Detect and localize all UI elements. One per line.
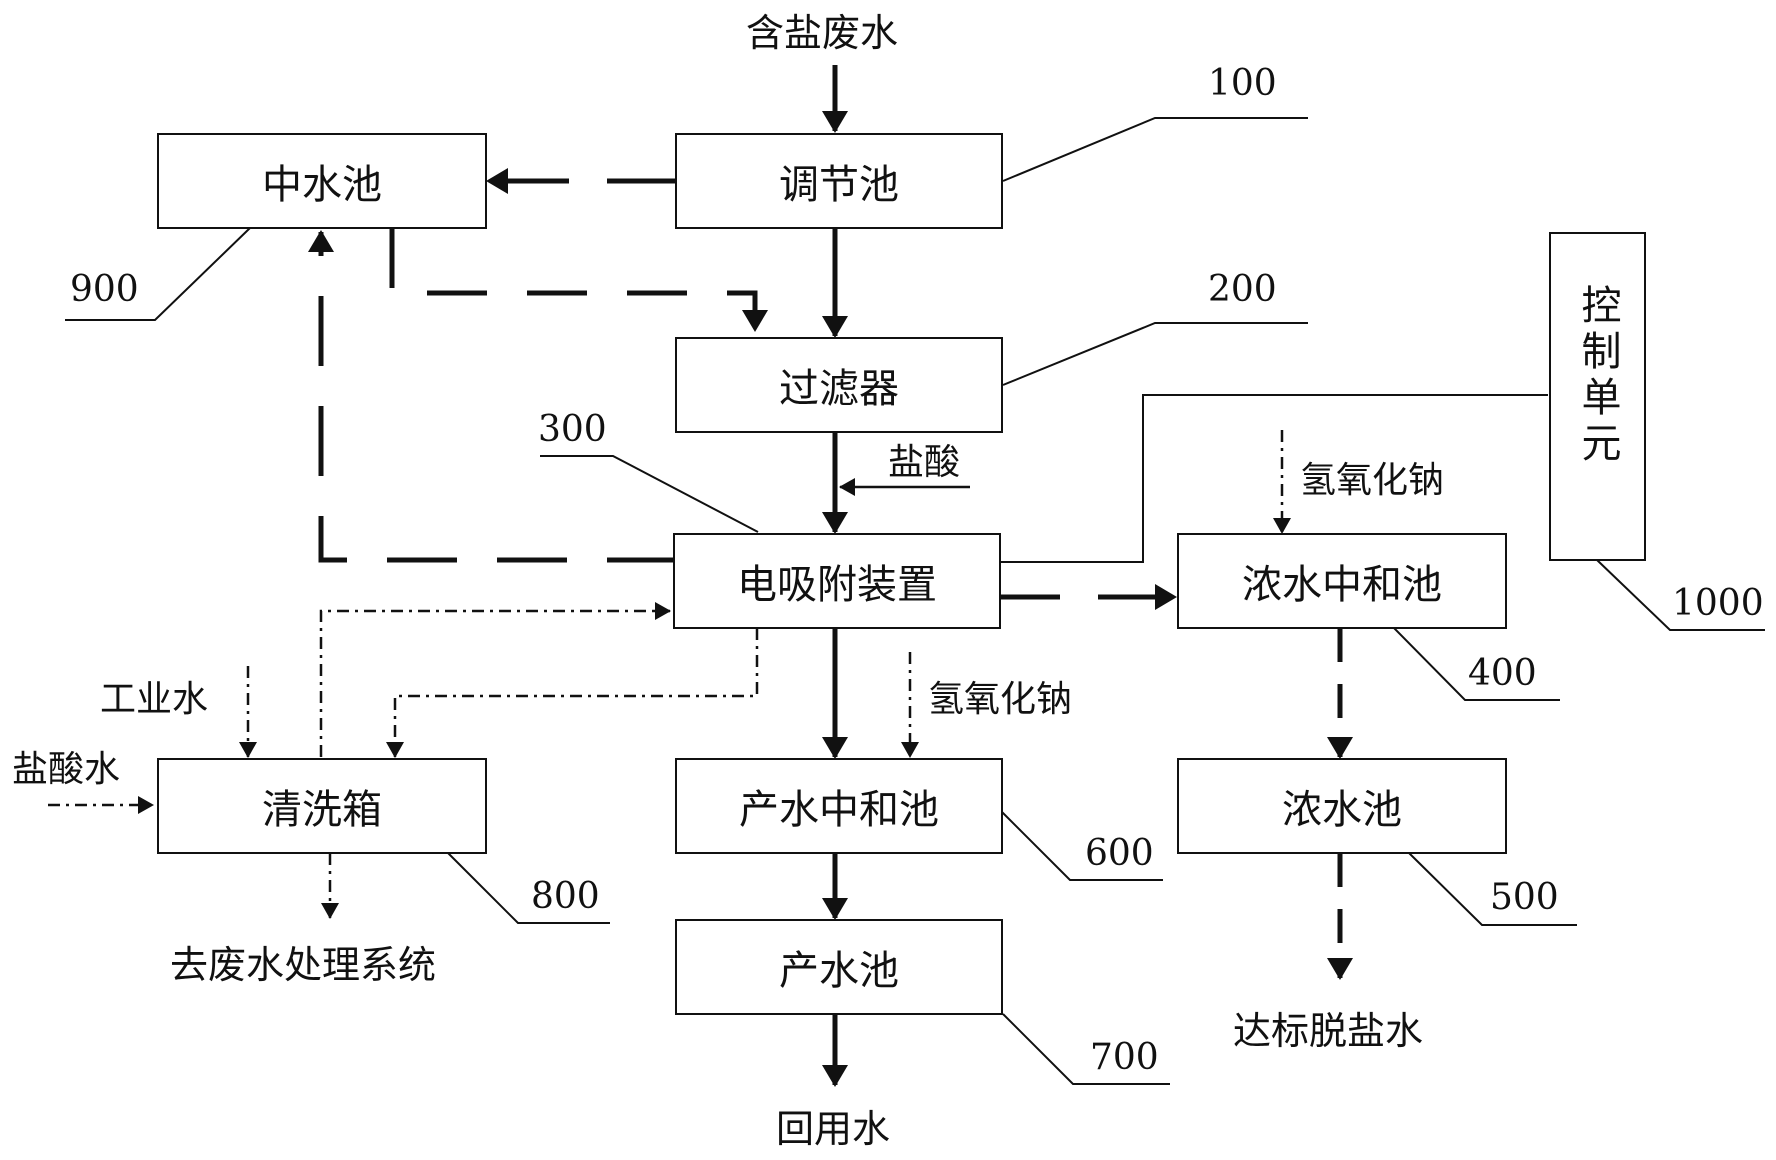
leader-500 xyxy=(1408,852,1577,926)
ref-600: 600 xyxy=(1085,833,1154,874)
product-neutralization-tank-label: 产水中和池 xyxy=(739,787,939,833)
product-tank-label: 产水池 xyxy=(779,948,899,994)
ref-900: 900 xyxy=(70,269,139,310)
cleaning-tank-label: 清洗箱 xyxy=(262,787,382,833)
naoh-middle-label: 氢氧化钠 xyxy=(928,679,1073,720)
electrosorption-device-box: 电吸附装置 xyxy=(673,533,1001,629)
ref-500: 500 xyxy=(1490,877,1559,918)
middle-water-tank-label: 中水池 xyxy=(262,162,382,208)
product-neutralization-tank-box: 产水中和池 xyxy=(675,758,1003,854)
concentrate-tank-label: 浓水池 xyxy=(1282,787,1402,833)
filter-box: 过滤器 xyxy=(675,337,1003,433)
ref-800: 800 xyxy=(531,876,600,917)
electrosorption-device-label: 电吸附装置 xyxy=(737,562,937,608)
leader-400 xyxy=(1393,627,1560,701)
ref-700: 700 xyxy=(1090,1037,1159,1078)
naoh-top-label: 氢氧化钠 xyxy=(1300,460,1445,501)
flow-middle-tank-to-filter xyxy=(389,228,768,332)
to-wastewater-system-label: 去废水处理系统 xyxy=(170,943,437,987)
regulating-tank-box: 调节池 xyxy=(675,133,1003,229)
middle-water-tank-box: 中水池 xyxy=(157,133,487,229)
industrial-water-label: 工业水 xyxy=(100,679,209,720)
flow-electrosorption-to-middle-tank xyxy=(308,230,677,563)
leader-100 xyxy=(1002,117,1308,182)
leader-300 xyxy=(540,455,759,533)
ref-400: 400 xyxy=(1468,653,1537,694)
leader-600 xyxy=(997,807,1163,881)
qualified-desalted-water-label: 达标脱盐水 xyxy=(1233,1009,1424,1053)
hydrochloric-acid-water-label: 盐酸水 xyxy=(12,749,121,790)
ref-200: 200 xyxy=(1208,269,1277,310)
saline-wastewater-label: 含盐废水 xyxy=(746,11,899,55)
ref-100: 100 xyxy=(1208,63,1277,104)
product-tank-box: 产水池 xyxy=(675,919,1003,1015)
leader-1000 xyxy=(1596,559,1765,631)
ref-1000: 1000 xyxy=(1672,583,1764,624)
leader-700 xyxy=(1002,1013,1170,1085)
reuse-water-label: 回用水 xyxy=(776,1107,891,1151)
flow-cleaning-to-electrosorption xyxy=(319,602,671,757)
flow-electrosorption-to-cleaning xyxy=(386,628,759,758)
control-line xyxy=(1001,394,1548,563)
control-unit-box: 控制单元 xyxy=(1549,232,1646,561)
filter-label: 过滤器 xyxy=(779,366,899,412)
leader-800 xyxy=(447,852,610,924)
cleaning-tank-box: 清洗箱 xyxy=(157,758,487,854)
regulating-tank-label: 调节池 xyxy=(779,162,899,208)
ref-300: 300 xyxy=(538,409,607,450)
leader-900 xyxy=(65,227,251,321)
leader-200 xyxy=(1002,322,1308,386)
concentrate-neutralization-tank-label: 浓水中和池 xyxy=(1242,562,1442,608)
concentrate-neutralization-tank-box: 浓水中和池 xyxy=(1177,533,1507,629)
concentrate-tank-box: 浓水池 xyxy=(1177,758,1507,854)
control-unit-label: 控制单元 xyxy=(1574,284,1621,468)
hydrochloric-acid-label: 盐酸 xyxy=(888,442,961,483)
